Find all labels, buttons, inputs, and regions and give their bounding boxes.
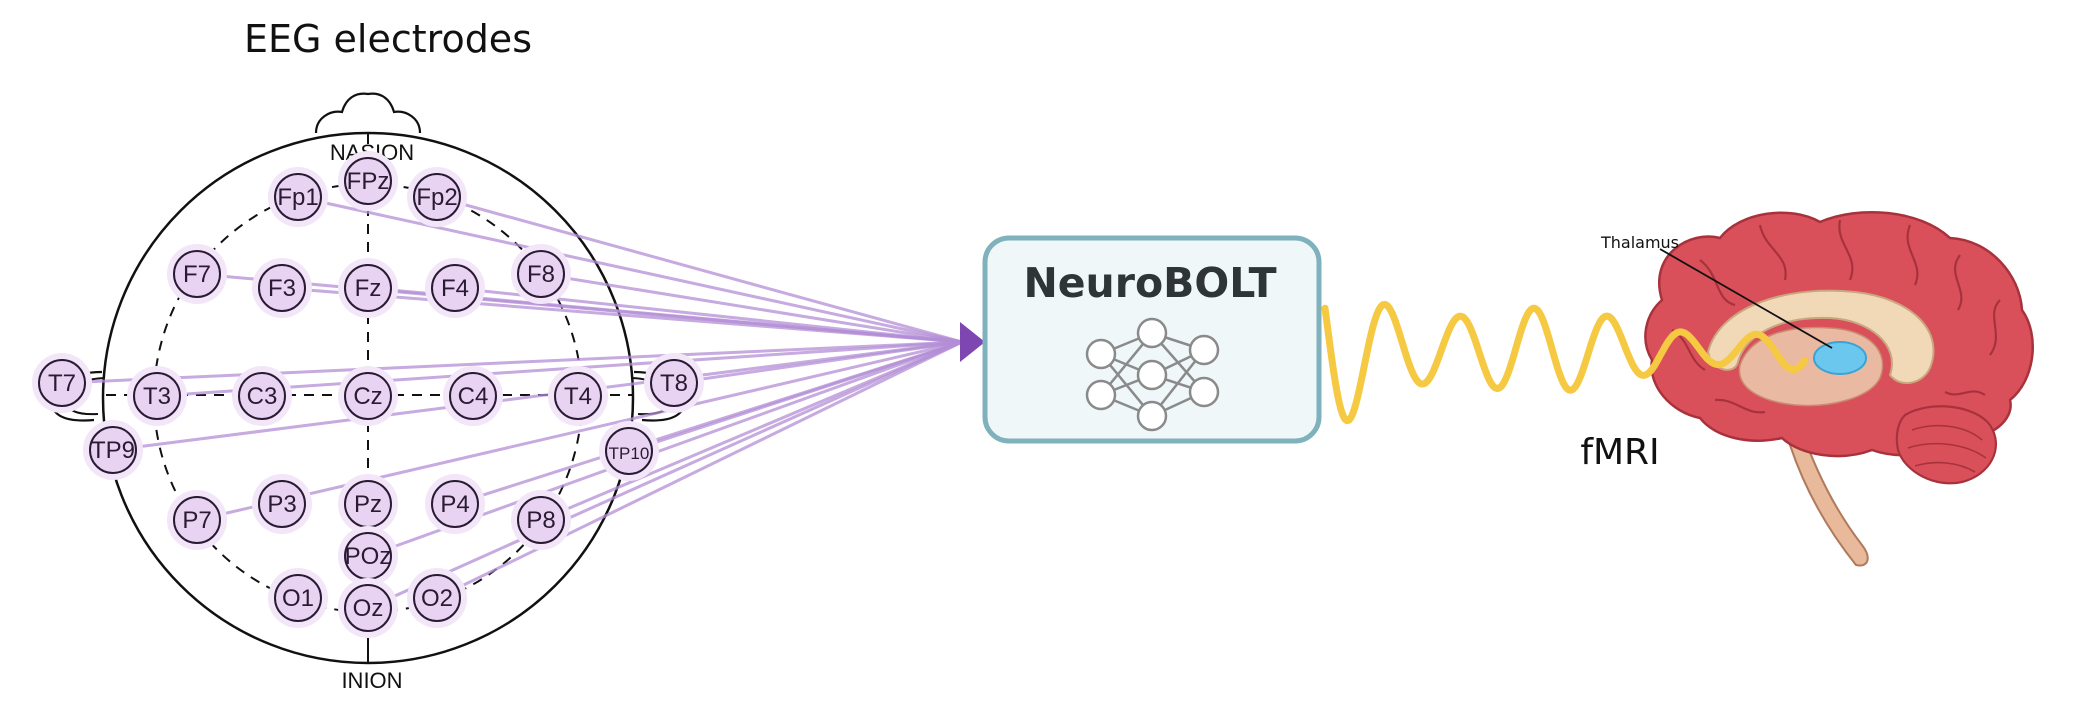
electrode-label: F7 (183, 261, 211, 288)
electrode-tp10: TP10 (599, 421, 659, 481)
electrode-label: C3 (247, 383, 278, 410)
electrode-p4: P4 (425, 474, 485, 534)
electrode-fz: Fz (338, 258, 398, 318)
electrode-t8: T8 (644, 353, 704, 413)
electrode-f7: F7 (167, 244, 227, 304)
electrode-f8: F8 (511, 244, 571, 304)
electrode-p7: P7 (167, 490, 227, 550)
model-box: NeuroBOLT (982, 235, 1322, 444)
electrode-label: C4 (458, 383, 489, 410)
electrode-label: P7 (182, 507, 211, 534)
electrode-t7: T7 (32, 353, 92, 413)
eeg-title: EEG electrodes (244, 17, 532, 61)
electrode-label: T7 (48, 370, 76, 397)
connection-line-t7 (61, 340, 963, 385)
electrode-poz: POz (338, 526, 398, 586)
electrode-label: POz (345, 543, 392, 570)
electrode-fp2: Fp2 (407, 167, 467, 227)
connection-line-tp9 (112, 340, 963, 452)
connection-line-p8 (540, 340, 963, 522)
electrode-p3: P3 (252, 474, 312, 534)
arrow-head-icon (960, 322, 985, 362)
electrode-p8: P8 (511, 490, 571, 550)
electrode-cz: Cz (338, 366, 398, 426)
electrode-t4: T4 (548, 366, 608, 426)
connection-line-fp1 (297, 195, 963, 344)
connection-line-o2 (436, 340, 963, 600)
inion-label: INION (341, 668, 402, 693)
connection-line-p4 (454, 340, 963, 506)
electrode-label: T3 (143, 383, 171, 410)
thalamus-pointer (1659, 248, 1833, 349)
electrode-label: P3 (267, 491, 296, 518)
electrode-t3: T3 (127, 366, 187, 426)
electrode-label: P8 (526, 507, 555, 534)
thalamus-label: Thalamus (1600, 233, 1679, 252)
electrode-pz: Pz (338, 474, 398, 534)
connection-line-p7 (196, 340, 963, 522)
electrode-connections (61, 195, 963, 610)
bold-signal-wave (1321, 300, 1809, 425)
electrode-label: Oz (353, 595, 384, 622)
fmri-label: fMRI (1580, 432, 1659, 473)
electrode-f4: F4 (425, 258, 485, 318)
thalamus-region (1813, 341, 1867, 375)
electrode-label: TP10 (609, 444, 650, 463)
electrode-label: Fz (355, 275, 382, 302)
connection-line-fp2 (436, 195, 963, 344)
electrode-tp9: TP9 (83, 420, 143, 480)
connection-line-oz (367, 340, 963, 610)
electrode-label: O2 (421, 585, 453, 612)
electrode-oz: Oz (338, 578, 398, 638)
electrode-label: Cz (353, 383, 382, 410)
electrode-label: P4 (440, 491, 469, 518)
electrode-fpz: FPz (338, 151, 398, 211)
electrode-c4: C4 (443, 366, 503, 426)
electrode-o2: O2 (407, 568, 467, 628)
electrode-f3: F3 (252, 258, 312, 318)
electrode-label: O1 (282, 585, 314, 612)
electrode-label: F8 (527, 261, 555, 288)
electrode-label: T8 (660, 370, 688, 397)
electrode-c3: C3 (232, 366, 292, 426)
model-name: NeuroBOLT (1023, 259, 1276, 307)
electrode-label: T4 (564, 383, 592, 410)
connection-line-f8 (540, 272, 963, 344)
electrode-fp1: Fp1 (268, 167, 328, 227)
connection-line-t3 (156, 340, 963, 398)
electrode-label: F4 (441, 275, 469, 302)
electrode-label: FPz (347, 168, 390, 195)
electrode-label: Fp2 (416, 184, 457, 211)
brain-illustration (1644, 210, 2034, 567)
electrode-label: Pz (354, 491, 382, 518)
electrode-o1: O1 (268, 568, 328, 628)
electrode-label: Fp1 (277, 184, 318, 211)
neural-network-icon (1085, 317, 1220, 432)
electrode-label: F3 (268, 275, 296, 302)
electrode-label: TP9 (91, 437, 135, 464)
